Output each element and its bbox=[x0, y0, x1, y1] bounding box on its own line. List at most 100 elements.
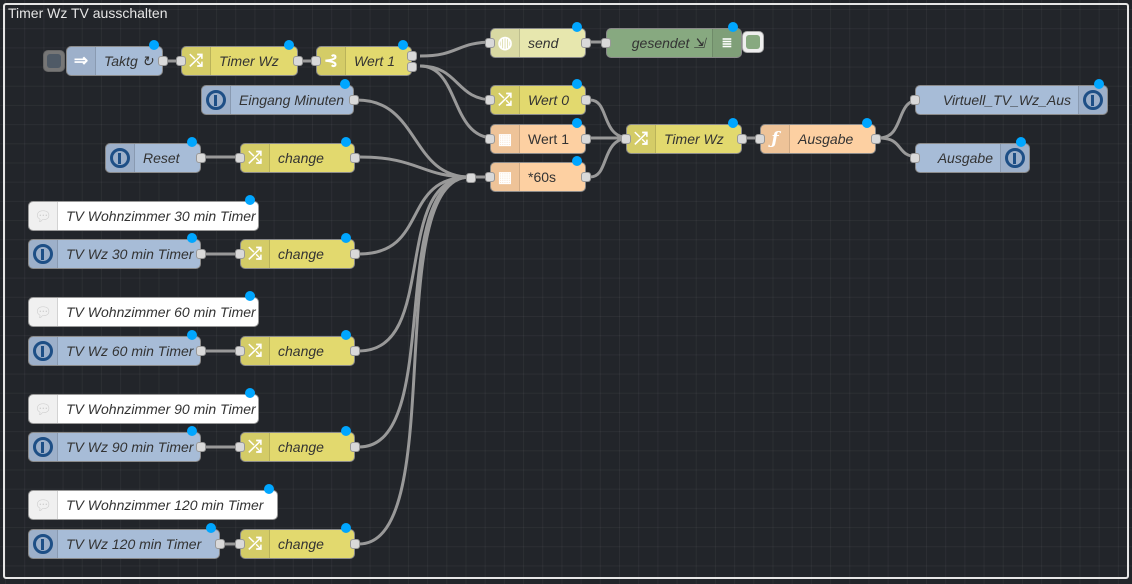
output-port[interactable] bbox=[196, 442, 206, 452]
output-port-2[interactable] bbox=[407, 62, 417, 72]
wire bbox=[358, 155, 471, 179]
node-calc-60s[interactable]: ▦ *60s bbox=[485, 156, 591, 192]
changed-indicator bbox=[187, 330, 197, 340]
changed-indicator bbox=[149, 40, 159, 50]
changed-indicator bbox=[187, 233, 197, 243]
iobroker-icon bbox=[29, 240, 58, 268]
wire bbox=[589, 98, 631, 140]
iobroker-icon bbox=[29, 337, 58, 365]
input-port[interactable] bbox=[176, 56, 186, 66]
input-port[interactable] bbox=[235, 539, 245, 549]
output-port[interactable] bbox=[349, 95, 359, 105]
node-label: Taktg ↻ bbox=[104, 52, 154, 69]
node-label: change bbox=[278, 246, 324, 262]
node-change-60[interactable]: ⤮ change bbox=[235, 330, 360, 366]
node-label: Timer Wz bbox=[219, 53, 279, 69]
node-comment-120[interactable]: 💬︎ TV Wohnzimmer 120 min Timer bbox=[28, 484, 278, 520]
changed-indicator bbox=[341, 523, 351, 533]
node-in-eingang-minuten[interactable]: Eingang Minuten bbox=[201, 79, 359, 115]
output-port[interactable] bbox=[581, 172, 591, 182]
node-change-timer-wz-2[interactable]: ⤮ Timer Wz bbox=[621, 118, 747, 154]
changed-indicator bbox=[340, 79, 350, 89]
node-out-ausgabe[interactable]: Ausgabe bbox=[910, 137, 1030, 173]
input-port[interactable] bbox=[485, 38, 495, 48]
node-switch-wert1[interactable]: ⊰ Wert 1 bbox=[311, 40, 417, 76]
output-port[interactable] bbox=[350, 153, 360, 163]
node-http-send[interactable]: ◍ send bbox=[485, 22, 591, 58]
output-port[interactable] bbox=[215, 539, 225, 549]
node-in-30[interactable]: TV Wz 30 min Timer bbox=[28, 233, 206, 269]
input-port[interactable] bbox=[311, 56, 321, 66]
shuffle-icon: ⤮ bbox=[241, 240, 270, 268]
inject-trigger-button[interactable] bbox=[43, 50, 65, 72]
output-port[interactable] bbox=[196, 346, 206, 356]
iobroker-icon bbox=[1078, 86, 1107, 114]
output-port[interactable] bbox=[293, 56, 303, 66]
changed-indicator bbox=[245, 195, 255, 205]
wire-junction[interactable] bbox=[466, 173, 476, 183]
node-label: Reset bbox=[143, 150, 180, 166]
output-port[interactable] bbox=[581, 134, 591, 144]
node-change-90[interactable]: ⤮ change bbox=[235, 426, 360, 462]
output-port[interactable] bbox=[350, 249, 360, 259]
changed-indicator bbox=[187, 137, 197, 147]
input-port[interactable] bbox=[621, 134, 631, 144]
node-in-90[interactable]: TV Wz 90 min Timer bbox=[28, 426, 206, 462]
node-comment-30[interactable]: 💬︎ TV Wohnzimmer 30 min Timer bbox=[28, 195, 259, 231]
node-debug-gesendet[interactable]: gesendet ⇲ ≣ bbox=[601, 22, 742, 58]
calculator-icon: ▦ bbox=[491, 125, 520, 153]
node-label: Ausgabe bbox=[798, 131, 854, 147]
output-port[interactable] bbox=[350, 442, 360, 452]
node-label: TV Wohnzimmer 120 min Timer bbox=[66, 497, 264, 513]
output-port[interactable] bbox=[196, 249, 206, 259]
iobroker-icon bbox=[1000, 144, 1029, 172]
node-function-ausgabe[interactable]: ƒ Ausgabe bbox=[755, 118, 881, 154]
node-change-wert0[interactable]: ⤮ Wert 0 bbox=[485, 79, 591, 115]
calculator-icon: ▦ bbox=[491, 163, 520, 191]
input-port[interactable] bbox=[235, 249, 245, 259]
node-in-reset[interactable]: Reset bbox=[105, 137, 206, 173]
node-comment-90[interactable]: 💬︎ TV Wohnzimmer 90 min Timer bbox=[28, 388, 259, 424]
node-comment-60[interactable]: 💬︎ TV Wohnzimmer 60 min Timer bbox=[28, 291, 259, 327]
input-port[interactable] bbox=[235, 346, 245, 356]
output-port[interactable] bbox=[581, 95, 591, 105]
input-port[interactable] bbox=[485, 134, 495, 144]
flow-group[interactable] bbox=[3, 3, 1129, 579]
changed-indicator bbox=[572, 156, 582, 166]
input-port[interactable] bbox=[485, 172, 495, 182]
node-inject-taktg[interactable]: ⇒ Taktg ↻ bbox=[66, 40, 168, 76]
node-calc-wert1[interactable]: ▦ Wert 1 bbox=[485, 118, 591, 154]
node-change-30[interactable]: ⤮ change bbox=[235, 233, 360, 269]
output-port[interactable] bbox=[196, 153, 206, 163]
node-in-60[interactable]: TV Wz 60 min Timer bbox=[28, 330, 206, 366]
comment-icon: 💬︎ bbox=[29, 298, 58, 326]
node-label: Wert 1 bbox=[354, 53, 395, 69]
output-port[interactable] bbox=[158, 56, 168, 66]
changed-indicator bbox=[572, 79, 582, 89]
input-port[interactable] bbox=[910, 95, 920, 105]
group-label: Timer Wz TV ausschalten bbox=[8, 5, 168, 21]
debug-toggle-button[interactable] bbox=[742, 31, 764, 53]
output-port[interactable] bbox=[350, 539, 360, 549]
node-change-reset[interactable]: ⤮ change bbox=[235, 137, 360, 173]
output-port[interactable] bbox=[737, 134, 747, 144]
node-in-120[interactable]: TV Wz 120 min Timer bbox=[28, 523, 225, 559]
output-port[interactable] bbox=[350, 346, 360, 356]
output-port[interactable] bbox=[581, 38, 591, 48]
input-port[interactable] bbox=[235, 442, 245, 452]
input-port[interactable] bbox=[235, 153, 245, 163]
output-port[interactable] bbox=[871, 134, 881, 144]
input-port[interactable] bbox=[601, 38, 611, 48]
node-change-120[interactable]: ⤮ change bbox=[235, 523, 360, 559]
node-out-virtuell[interactable]: Virtuell_TV_Wz_Aus bbox=[910, 79, 1108, 115]
node-change-timer-wz[interactable]: ⤮ Timer Wz bbox=[176, 40, 303, 76]
globe-icon: ◍ bbox=[491, 29, 520, 57]
input-port[interactable] bbox=[755, 134, 765, 144]
input-port[interactable] bbox=[910, 153, 920, 163]
input-port[interactable] bbox=[485, 95, 495, 105]
changed-indicator bbox=[1094, 79, 1104, 89]
changed-indicator bbox=[341, 426, 351, 436]
changed-indicator bbox=[341, 233, 351, 243]
output-port-1[interactable] bbox=[407, 51, 417, 61]
